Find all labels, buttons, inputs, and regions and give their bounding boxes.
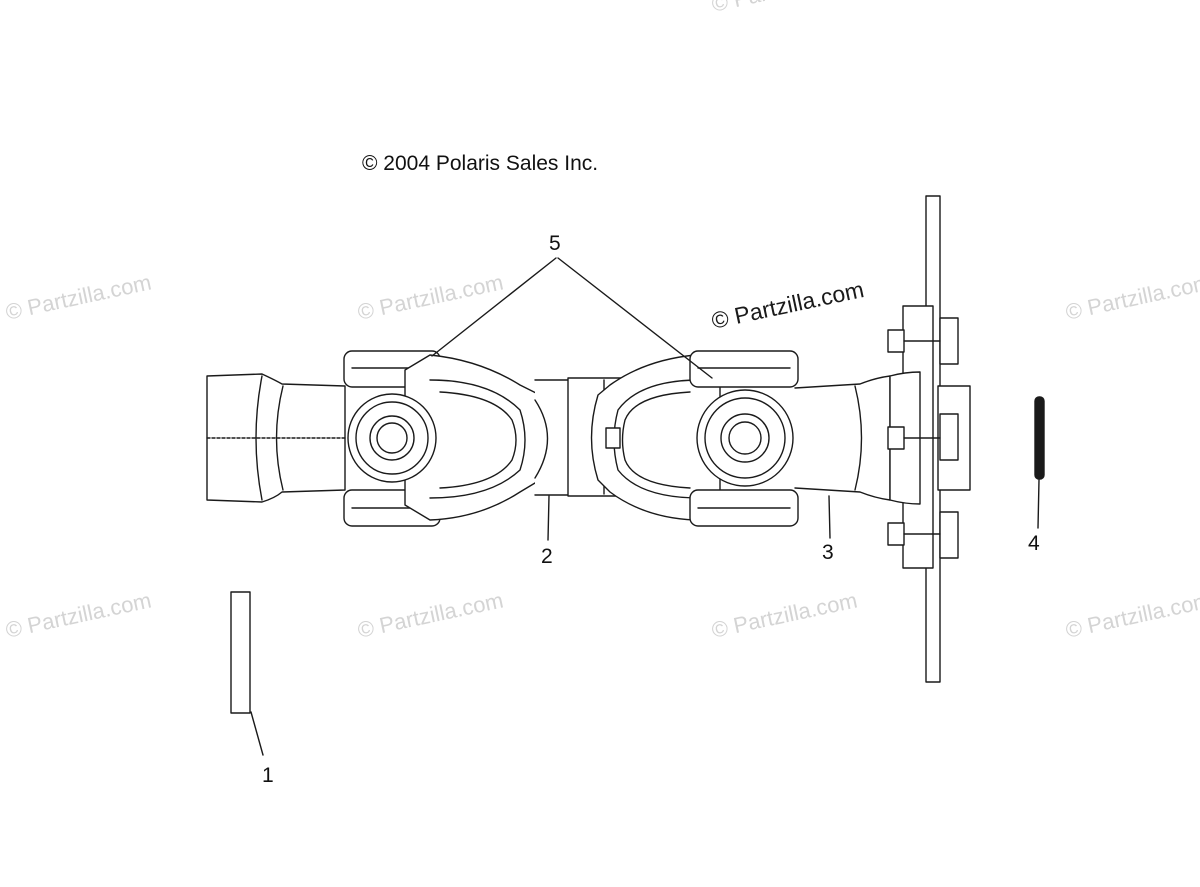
part-3-yoke-tube <box>794 375 891 501</box>
left-cross-bearing <box>347 393 437 483</box>
callout-2: 2 <box>541 545 553 568</box>
right-cross-bearing <box>696 389 794 487</box>
right-ujoint-caps <box>689 350 799 527</box>
part-1-bar <box>230 591 264 756</box>
part-4-pin <box>1034 396 1045 529</box>
leader-lines <box>431 257 831 541</box>
callout-5: 5 <box>549 232 561 255</box>
right-yoke-arms <box>590 354 721 521</box>
callout-3: 3 <box>822 541 834 564</box>
copyright-notice: © 2004 Polaris Sales Inc. <box>362 152 599 175</box>
left-yoke <box>206 373 346 503</box>
flange-plate <box>887 195 971 683</box>
callout-4: 4 <box>1028 532 1040 555</box>
callout-1: 1 <box>262 764 274 787</box>
